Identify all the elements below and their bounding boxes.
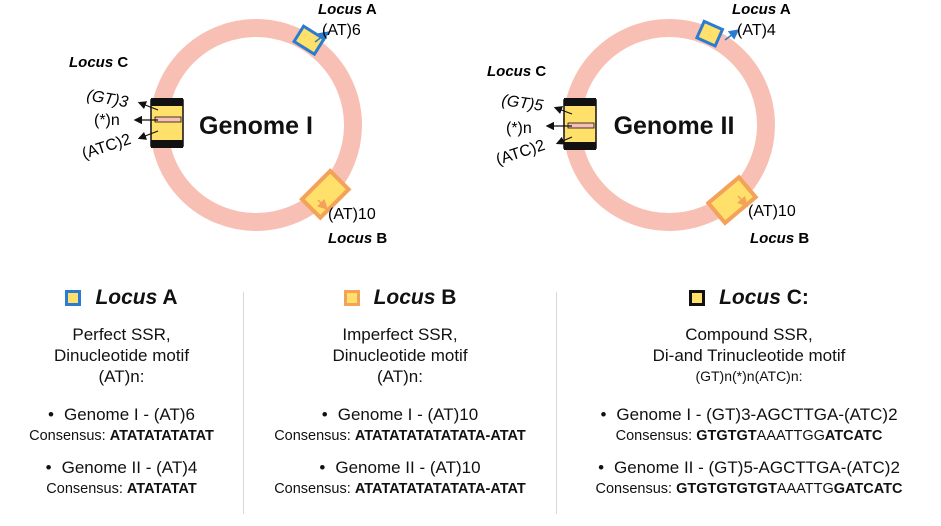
genome-1-locus-b-arrow [316, 198, 329, 211]
legend-locus-b-genome1-consensus: Consensus: ATATATATATATATA-ATAT [274, 428, 526, 444]
genome-1-locus-a-label: (AT)6 [322, 22, 361, 39]
locus-b-swatch [343, 290, 360, 306]
legend-locus-a-genome2: •Genome II - (AT)4 [45, 458, 198, 477]
genome-2-locus-b-block [705, 174, 759, 226]
genome-2-locus-c-arrow-atc [555, 136, 573, 145]
genome-2-locus-b-label: (AT)10 [748, 203, 796, 220]
genome-1-locus-c-label-gt: (GT)3 [85, 87, 129, 111]
legend-divider-2 [556, 292, 557, 514]
legend-locus-a-genome1-consensus: Consensus: ATATATATATAT [29, 428, 214, 444]
genome-2-locus-a-name: Locus A [732, 1, 791, 18]
legend-locus-c-genome2: •Genome II - (GT)5-AGCTTGA-(ATC)2 [598, 458, 900, 477]
genome-1-locus-b-name: Locus B [328, 230, 387, 247]
legend-locus-c-heading: Locus C: [557, 284, 941, 312]
genome-1-locus-b-block [299, 168, 352, 221]
legend-locus-a-description: Perfect SSR, Dinucleotide motif (AT)n: [53, 325, 190, 386]
genome-1-locus-a-name: Locus A [318, 1, 377, 18]
genome-2-locus-c-block [563, 98, 597, 150]
legend-locus-c-genome2-consensus: Consensus: GTGTGTGTGTAAATTGGATCATC [595, 481, 903, 497]
genome-1-locus-c-arrow-gt [137, 101, 159, 111]
legend-locus-b-heading: Locus B [244, 284, 556, 312]
genome-diagrams: Genome I Locus A (AT)6 (AT)10 Locus B Lo… [69, 1, 809, 247]
legend-locus-a-genome2-consensus: Consensus: ATATATAT [46, 481, 197, 497]
genome-2-locus-c-arrow-gt [553, 106, 573, 115]
genome-1-locus-c-block [150, 98, 184, 148]
genome-1-title: Genome I [199, 112, 313, 140]
legend-locus-a-genome1: •Genome I - (AT)6 [48, 405, 195, 424]
genome-1-locus-c-arrow-atc [137, 130, 159, 140]
genome-2-locus-b-arrow [737, 195, 748, 208]
genome-1-locus-a-arrow [314, 31, 330, 43]
genome-1: Genome I Locus A (AT)6 (AT)10 Locus B Lo… [69, 1, 387, 247]
genome-1-locus-c-label-n: (*)n [94, 112, 120, 129]
legend-locus-b-genome2: •Genome II - (AT)10 [319, 458, 481, 477]
legend-locus-b-genome2-consensus: Consensus: ATATATATATATATA-ATAT [274, 481, 526, 497]
locus-a-swatch [65, 290, 82, 306]
genome-2: Genome II Locus A (AT)4 (AT)10 Locus B L… [487, 1, 809, 247]
legend-locus-c-description: Compound SSR, Di-and Trinucleotide motif… [652, 325, 846, 384]
legend-locus-b-description: Imperfect SSR, Dinucleotide motif (AT)n: [332, 325, 468, 386]
locus-c-swatch [689, 290, 706, 306]
genome-1-locus-b-label: (AT)10 [328, 206, 376, 223]
genome-1-locus-a-block [291, 24, 327, 57]
genome-1-locus-c-name: Locus C [69, 54, 128, 71]
legend-locus-a-heading: Locus A [0, 284, 243, 312]
legend-divider-1 [243, 292, 244, 514]
legend-locus-b-genome1: •Genome I - (AT)10 [321, 405, 479, 424]
legend-locus-c-genome1: •Genome I - (GT)3-AGCTTGA-(ATC)2 [600, 405, 898, 424]
genome-2-locus-c-label-n: (*)n [506, 120, 532, 137]
legend-locus-b: Locus B Imperfect SSR, Dinucleotide moti… [244, 284, 556, 497]
genome-2-locus-c-label-gt: (GT)5 [500, 92, 544, 115]
legend-locus-c: Locus C: Compound SSR, Di-and Trinucleot… [557, 284, 941, 497]
genome-2-locus-c-name: Locus C [487, 63, 546, 80]
genome-2-locus-a-arrow [724, 29, 740, 41]
genome-2-locus-b-name: Locus B [750, 230, 809, 247]
genome-2-title: Genome II [614, 112, 735, 140]
genome-2-locus-c-label-atc: (ATC)2 [494, 137, 547, 169]
legend-locus-a: Locus A Perfect SSR, Dinucleotide motif … [0, 284, 243, 497]
genome-1-locus-c-label-atc: (ATC)2 [80, 131, 133, 163]
genome-2-locus-a-block [694, 19, 725, 48]
legend-locus-c-genome1-consensus: Consensus: GTGTGTAAATTGGATCATC [615, 428, 883, 444]
genome-2-locus-a-label: (AT)4 [737, 22, 776, 39]
